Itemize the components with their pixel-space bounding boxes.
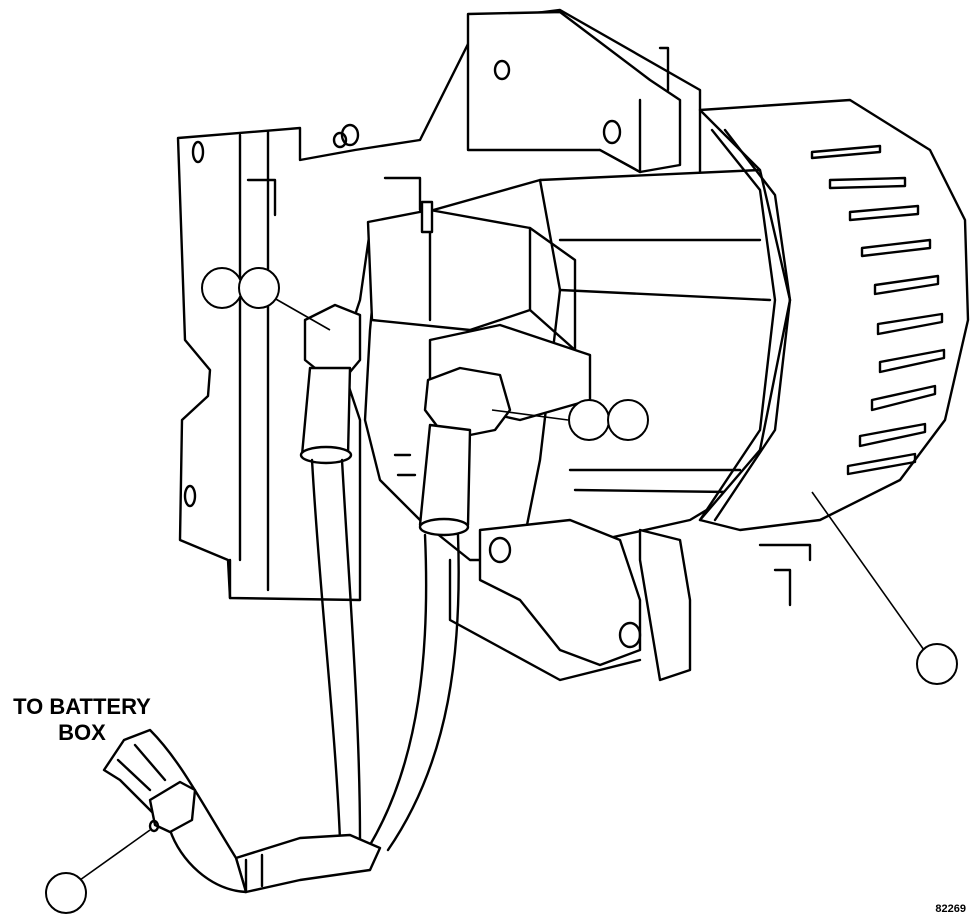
vented-end-cover bbox=[698, 98, 970, 532]
callout-circles bbox=[45, 267, 958, 914]
upper-bracket-arm bbox=[466, 10, 682, 174]
cooling-slots bbox=[810, 144, 946, 476]
cable-harness bbox=[102, 303, 512, 894]
callout-circle bbox=[238, 267, 280, 309]
battery-box-label: TO BATTERY BOX bbox=[2, 694, 162, 746]
callout-circle bbox=[201, 267, 243, 309]
figure-number: 82269 bbox=[935, 903, 966, 915]
callout-circle bbox=[568, 399, 610, 441]
callout-circle bbox=[45, 872, 87, 914]
battery-label-line1: TO BATTERY bbox=[13, 694, 151, 719]
callout-leaders bbox=[79, 297, 925, 881]
callout-circle bbox=[607, 399, 649, 441]
callout-circle bbox=[916, 643, 958, 685]
lower-mounting-foot bbox=[448, 518, 812, 682]
battery-label-line2: BOX bbox=[58, 720, 106, 745]
terminal-box bbox=[366, 200, 592, 422]
